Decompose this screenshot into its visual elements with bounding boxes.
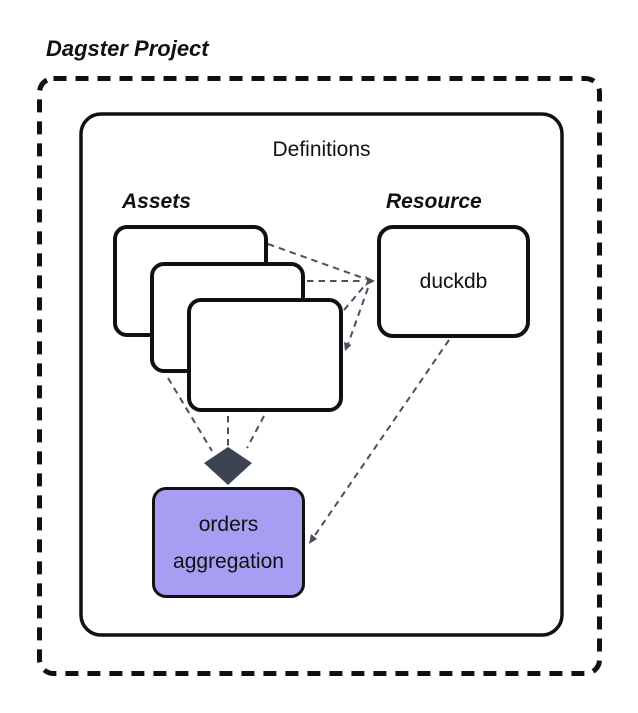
resource-label: Resource [386, 190, 482, 213]
asset-node-orders-aggregation: orders aggregation [152, 487, 305, 598]
arrowhead-into-duckdb [365, 276, 375, 286]
big-arrowhead-into-orders [204, 447, 252, 485]
definitions-label: Definitions [272, 138, 371, 161]
asset-card-front [187, 298, 343, 412]
asset-node-label: orders aggregation [173, 512, 284, 573]
diagram-title: Dagster Project [46, 36, 209, 61]
assets-label: Assets [122, 190, 191, 213]
arrowhead-into-orders [309, 534, 317, 544]
resource-node-label: duckdb [419, 269, 488, 293]
connector-asset-front-to-duckdb [343, 283, 367, 311]
connector-asset-back-to-orders [246, 415, 265, 449]
resource-node-duckdb: duckdb [377, 225, 530, 338]
arrowhead-into-asset-front [344, 342, 352, 351]
connector-duckdb-to-asset-front [346, 287, 369, 348]
